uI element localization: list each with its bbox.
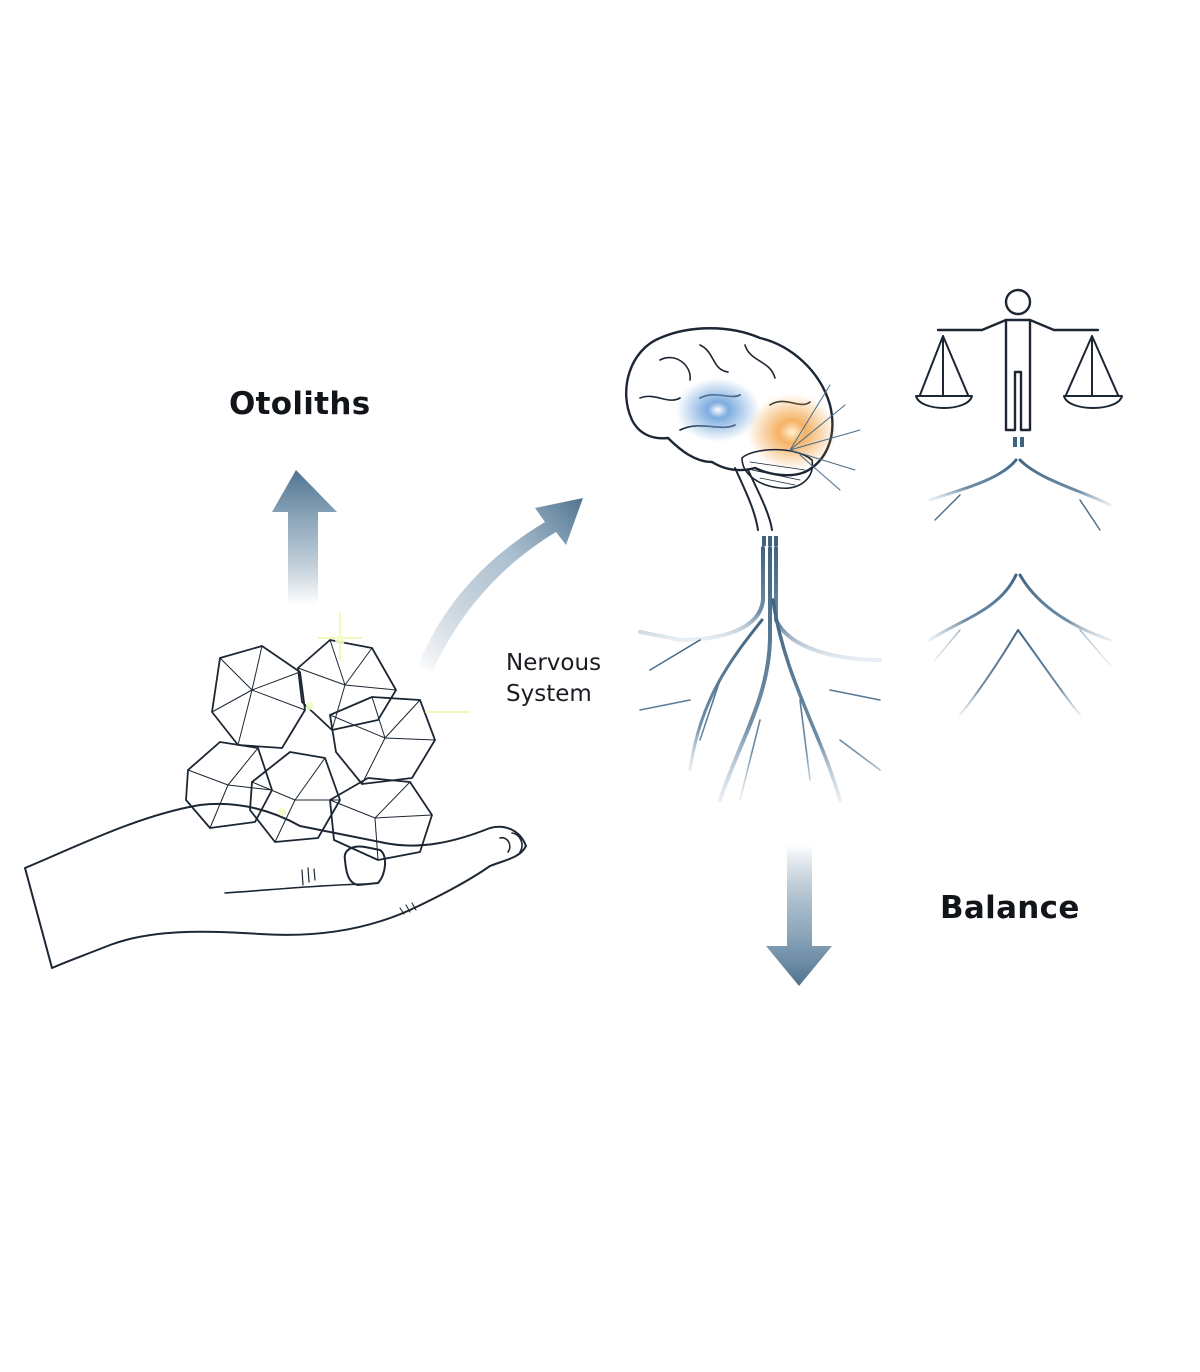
- crystal: [297, 639, 397, 731]
- brain-nerve-fibers: [789, 384, 861, 491]
- balance-figure-icon: [915, 288, 1123, 447]
- crystal: [329, 696, 436, 785]
- up-arrow-icon: [272, 470, 337, 605]
- balance-label: Balance: [940, 890, 1080, 926]
- down-arrow-icon: [766, 845, 832, 986]
- nervous-system-label: Nervous System: [506, 648, 601, 710]
- crystal: [329, 777, 433, 861]
- otolith-crystals: [185, 612, 470, 861]
- nerve-tree-left: [638, 546, 882, 802]
- nervous-system-label-line2: System: [506, 681, 592, 707]
- nerve-tree-right: [928, 443, 1112, 716]
- hand-illustration: [24, 802, 527, 969]
- vestibular-glow-blue: [676, 378, 760, 442]
- brain-illustration: [624, 327, 861, 546]
- crystal: [185, 741, 273, 829]
- crystal: [249, 751, 341, 843]
- curved-arrow-icon: [418, 498, 583, 672]
- cerebellum-glow-orange: [747, 394, 837, 470]
- nervous-system-label-line1: Nervous: [506, 650, 602, 676]
- crystal: [211, 645, 306, 749]
- sparkle-icon: [278, 612, 470, 816]
- otoliths-label: Otoliths: [229, 386, 371, 422]
